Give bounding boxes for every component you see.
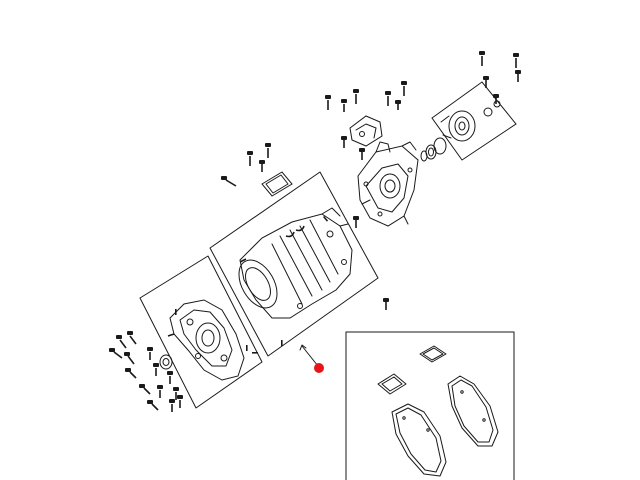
bolt: [127, 331, 137, 345]
bolt: [401, 81, 407, 96]
front-bearing-retainer: [139, 255, 263, 409]
bolt: [325, 95, 331, 110]
bolt: [177, 395, 183, 408]
bolt: [479, 51, 485, 66]
bolt: [109, 348, 123, 359]
cover-gasket: [261, 171, 293, 197]
bolt: [353, 216, 359, 228]
bolt: [395, 100, 401, 110]
bolt: [147, 347, 153, 360]
bolt: [124, 352, 135, 365]
bolt: [221, 176, 237, 187]
bolt: [173, 387, 179, 400]
red-callout-marker[interactable]: [299, 344, 324, 373]
bolt: [153, 363, 159, 376]
bolt: [116, 335, 127, 349]
bolt: [353, 89, 359, 104]
bolt: [139, 384, 151, 395]
bolt: [169, 399, 175, 412]
callout-dot[interactable]: [314, 363, 324, 373]
transmission-case: [209, 171, 379, 357]
bolt: [265, 143, 271, 158]
bolt: [167, 371, 173, 384]
rear-bearing-retainer: [420, 81, 517, 162]
bolt: [383, 298, 389, 310]
bolt-set: [109, 51, 521, 412]
bolt: [483, 76, 489, 88]
bolt: [259, 160, 265, 172]
extension-housing: [349, 115, 419, 227]
bolt: [125, 368, 137, 379]
bolt: [247, 151, 253, 166]
gasket-kit-inset: [345, 331, 515, 480]
bolt: [147, 400, 159, 411]
bolt: [359, 148, 365, 160]
bolt: [513, 53, 519, 68]
bolt: [341, 136, 347, 148]
bolt: [341, 99, 347, 112]
bolt: [157, 385, 163, 398]
bolt: [493, 94, 499, 104]
bolt: [515, 70, 521, 82]
bolt: [385, 91, 391, 106]
